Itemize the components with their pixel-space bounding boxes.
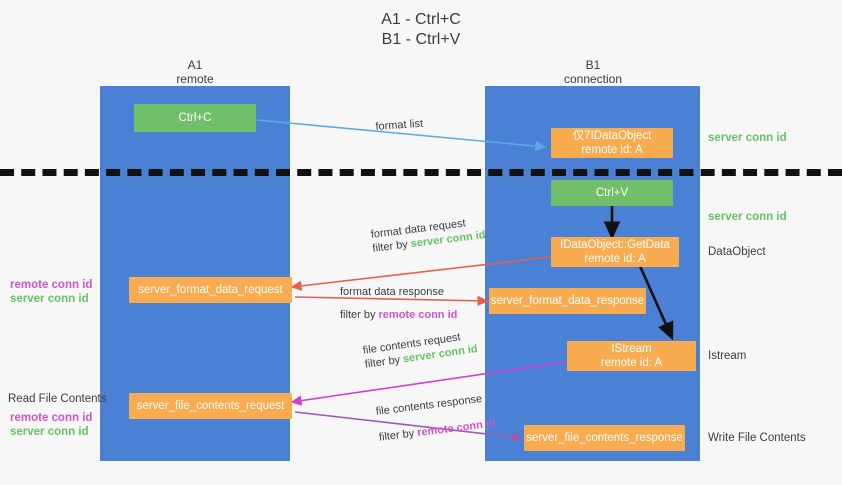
box-istream-line2: remote id: A bbox=[600, 357, 663, 369]
box-server-format-data-response-label: server_format_data_response bbox=[490, 295, 645, 307]
section-divider bbox=[0, 169, 842, 176]
label-server-conn-id-mid: server conn id bbox=[708, 211, 787, 223]
title-line-1: A1 - Ctrl+C bbox=[381, 11, 461, 28]
box-server-file-contents-request[interactable]: server_file_contents_request bbox=[129, 393, 292, 419]
label-write-file-contents: Write File Contents bbox=[708, 432, 806, 444]
annotation-format-list-text: format list bbox=[375, 117, 424, 133]
annotation-format-data-response: format data response filter by remote co… bbox=[340, 285, 457, 322]
lane-header-a1-name: A1 bbox=[187, 58, 203, 72]
annotation-filter-2-value: remote conn id bbox=[378, 309, 458, 321]
box-server-file-contents-request-label: server_file_contents_request bbox=[136, 400, 285, 412]
arrow-format-data-request bbox=[290, 256, 551, 291]
box-ctrl-c-label: Ctrl+C bbox=[178, 112, 212, 124]
box-ctrl-v[interactable]: Ctrl+V bbox=[551, 180, 673, 206]
arrow-format-list bbox=[256, 119, 547, 152]
label-istream: Istream bbox=[708, 350, 747, 362]
page-title: A1 - Ctrl+C B1 - Ctrl+V bbox=[0, 10, 842, 50]
lane-header-b1: B1 connection bbox=[548, 58, 638, 86]
label-read-file-contents: Read File Contents bbox=[8, 393, 107, 405]
arrow-format-data-response bbox=[294, 295, 489, 306]
arrow-getdata-istream bbox=[638, 265, 674, 341]
box-getdata-line2: remote id: A bbox=[584, 253, 646, 265]
box-ctrl-v-label: Ctrl+V bbox=[595, 187, 629, 199]
arrow-file-contents-request bbox=[290, 361, 567, 406]
box-server-file-contents-response[interactable]: server_file_contents_response bbox=[524, 425, 685, 451]
lane-header-a1: A1 remote bbox=[150, 58, 240, 86]
box-server-format-data-request[interactable]: server_format_data_request bbox=[129, 277, 292, 303]
annotation-filter-2: filter by remote conn id bbox=[340, 308, 457, 322]
arrow-file-contents-response bbox=[294, 411, 524, 442]
box-getdata-line1: IDataObject::GetData bbox=[560, 239, 670, 251]
label-remote-conn-id-1: remote conn id bbox=[10, 279, 93, 291]
annotation-format-data-response-text: format data response bbox=[340, 286, 444, 298]
box-idataobject-line1: 仅7IDataObject bbox=[572, 130, 652, 142]
box-istream-line1: IStream bbox=[611, 343, 652, 355]
title-line-2: B1 - Ctrl+V bbox=[381, 31, 461, 48]
lane-header-b1-name: B1 bbox=[585, 58, 601, 72]
box-server-format-data-response[interactable]: server_format_data_response bbox=[489, 288, 646, 314]
lane-header-a1-sub: remote bbox=[176, 72, 214, 86]
box-server-format-data-request-label: server_format_data_request bbox=[138, 284, 283, 296]
box-idataobject-line2: remote id: A bbox=[581, 144, 643, 156]
label-remote-conn-id-2: remote conn id bbox=[10, 412, 93, 424]
box-istream[interactable]: IStream remote id: A bbox=[567, 341, 696, 371]
box-ctrl-c[interactable]: Ctrl+C bbox=[134, 104, 256, 132]
label-server-conn-id-2: server conn id bbox=[10, 426, 89, 438]
label-server-conn-id-1: server conn id bbox=[10, 293, 89, 305]
label-server-conn-id-top: server conn id bbox=[708, 132, 787, 144]
label-dataobject: DataObject bbox=[708, 246, 766, 258]
lane-header-b1-sub: connection bbox=[563, 72, 623, 86]
box-getdata[interactable]: IDataObject::GetData remote id: A bbox=[551, 237, 679, 267]
box-idataobject[interactable]: 仅7IDataObject remote id: A bbox=[551, 128, 673, 158]
box-server-file-contents-response-label: server_file_contents_response bbox=[526, 432, 683, 444]
annotation-filter-2-prefix: filter by bbox=[340, 309, 379, 321]
